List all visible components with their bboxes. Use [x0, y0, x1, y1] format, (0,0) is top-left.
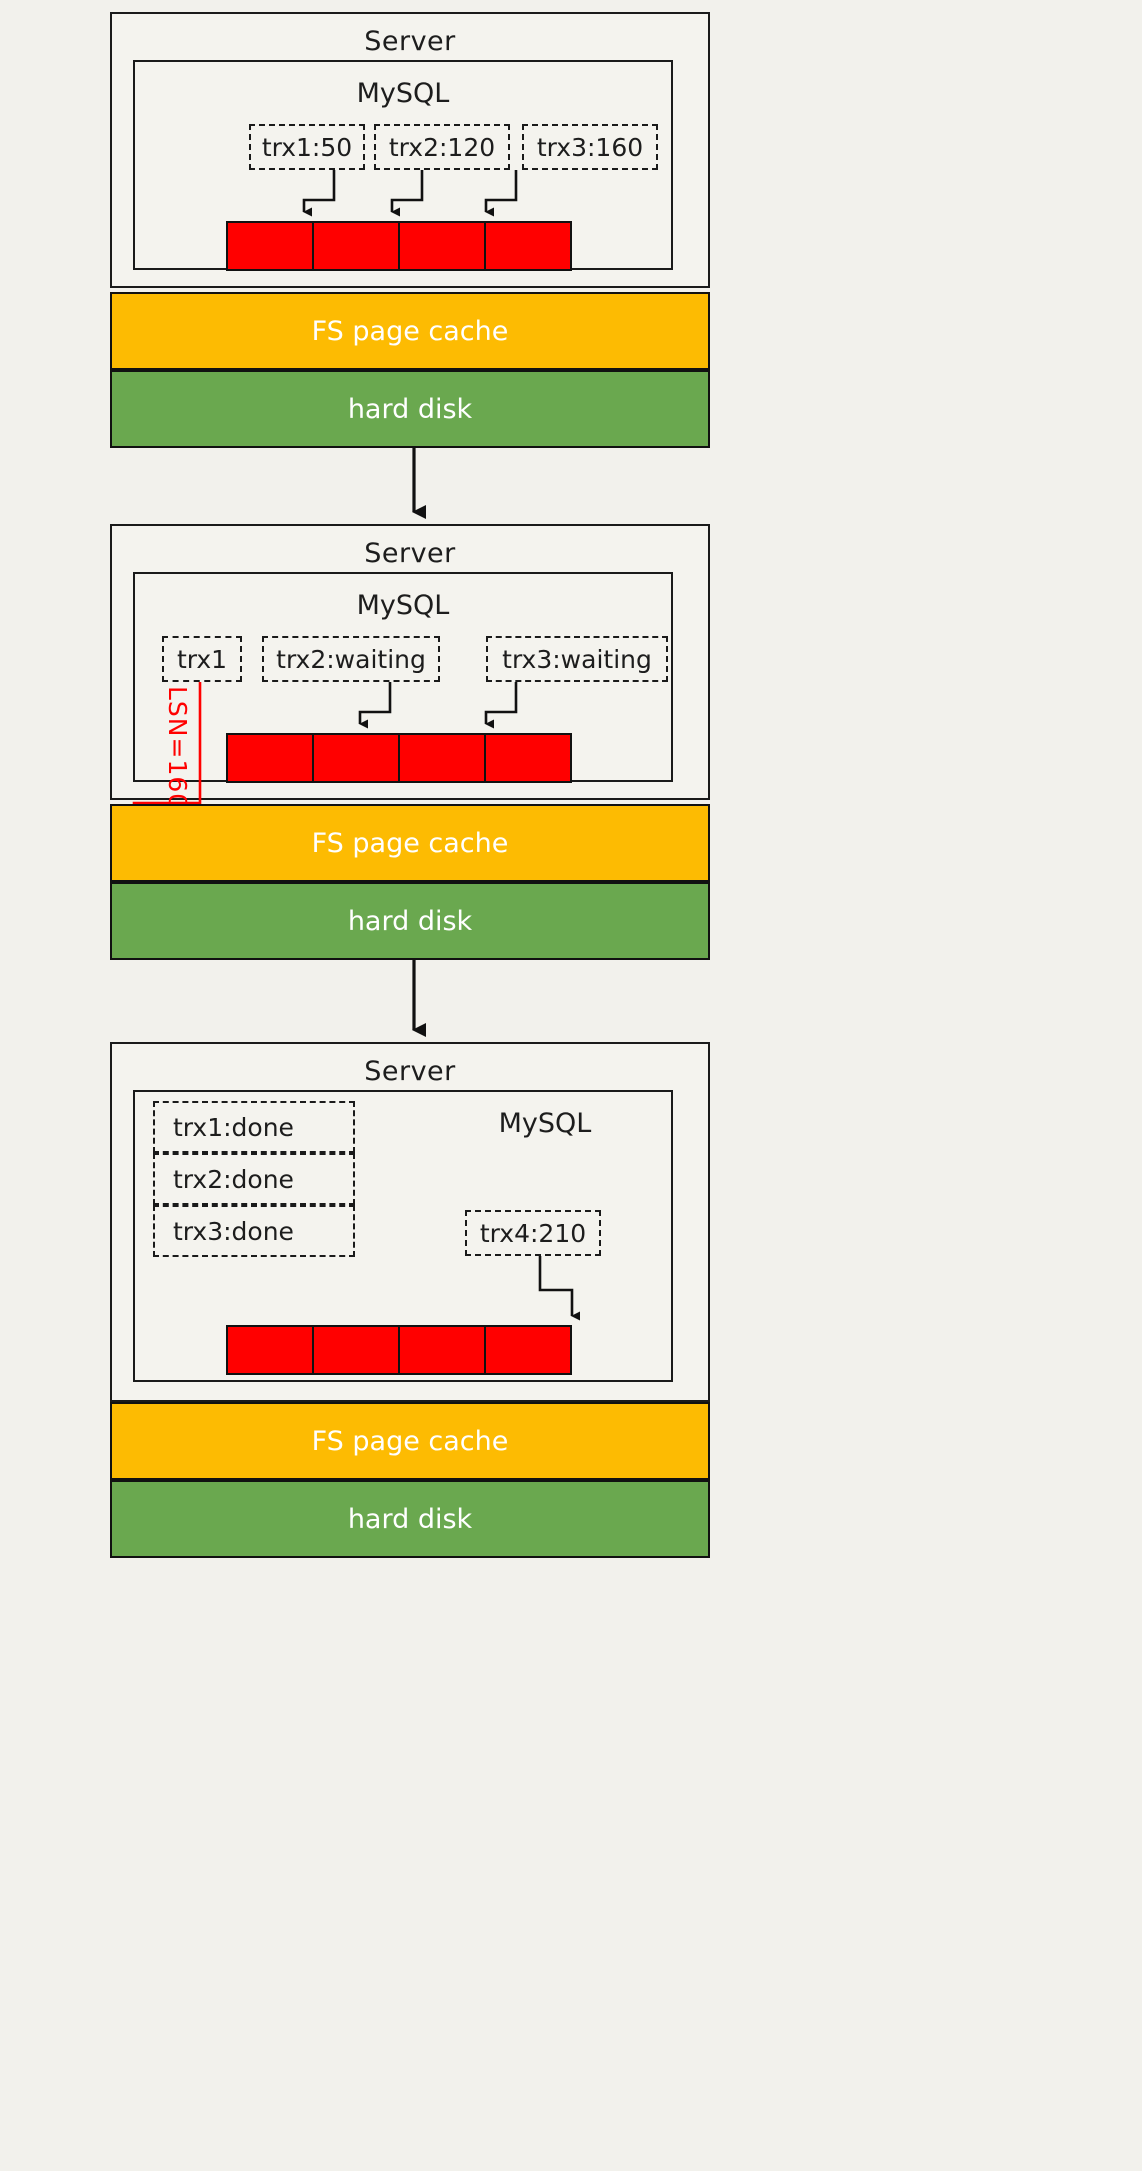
log-buffer-1 [226, 221, 572, 271]
trx-done-box[interactable]: trx1:done [153, 1101, 355, 1153]
log-buffer-cell [228, 223, 314, 269]
mysql-label-1: MySQL [356, 78, 450, 109]
mysql-label-2: MySQL [356, 590, 450, 621]
log-buffer-cell [486, 1327, 570, 1373]
log-buffer-cell [486, 735, 570, 781]
log-buffer-cell [228, 735, 314, 781]
log-buffer-cell [400, 1327, 486, 1373]
trx-done-box[interactable]: trx2:done [153, 1153, 355, 1205]
server-label-2: Server [364, 538, 456, 569]
fs-page-cache-band-2: FS page cache [110, 804, 710, 882]
log-buffer-cell [314, 1327, 400, 1373]
server-label-3: Server [364, 1056, 456, 1087]
log-buffer-cell [228, 1327, 314, 1373]
trx-done-box[interactable]: trx3:done [153, 1205, 355, 1257]
log-buffer-cell [400, 735, 486, 781]
trx-box[interactable]: trx3:160 [522, 124, 658, 170]
hard-disk-band-1: hard disk [110, 370, 710, 448]
trx-box[interactable]: trx4:210 [465, 1210, 601, 1256]
mysql-label-3: MySQL [498, 1108, 592, 1139]
trx-box[interactable]: trx2:waiting [262, 636, 440, 682]
trx-box[interactable]: trx1 [162, 636, 242, 682]
fs-page-cache-band-1: FS page cache [110, 292, 710, 370]
log-buffer-cell [314, 223, 400, 269]
log-buffer-cell [314, 735, 400, 781]
log-buffer-cell [400, 223, 486, 269]
hard-disk-band-2: hard disk [110, 882, 710, 960]
log-buffer-cell [486, 223, 570, 269]
trx-box[interactable]: trx3:waiting [486, 636, 668, 682]
hard-disk-band-3: hard disk [110, 1480, 710, 1558]
trx-box[interactable]: trx2:120 [374, 124, 510, 170]
log-buffer-2 [226, 733, 572, 783]
trx-box[interactable]: trx1:50 [249, 124, 365, 170]
server-label-1: Server [364, 26, 456, 57]
lsn-label: LSN=160 [163, 686, 192, 811]
fs-page-cache-band-3: FS page cache [110, 1402, 710, 1480]
log-buffer-3 [226, 1325, 572, 1375]
